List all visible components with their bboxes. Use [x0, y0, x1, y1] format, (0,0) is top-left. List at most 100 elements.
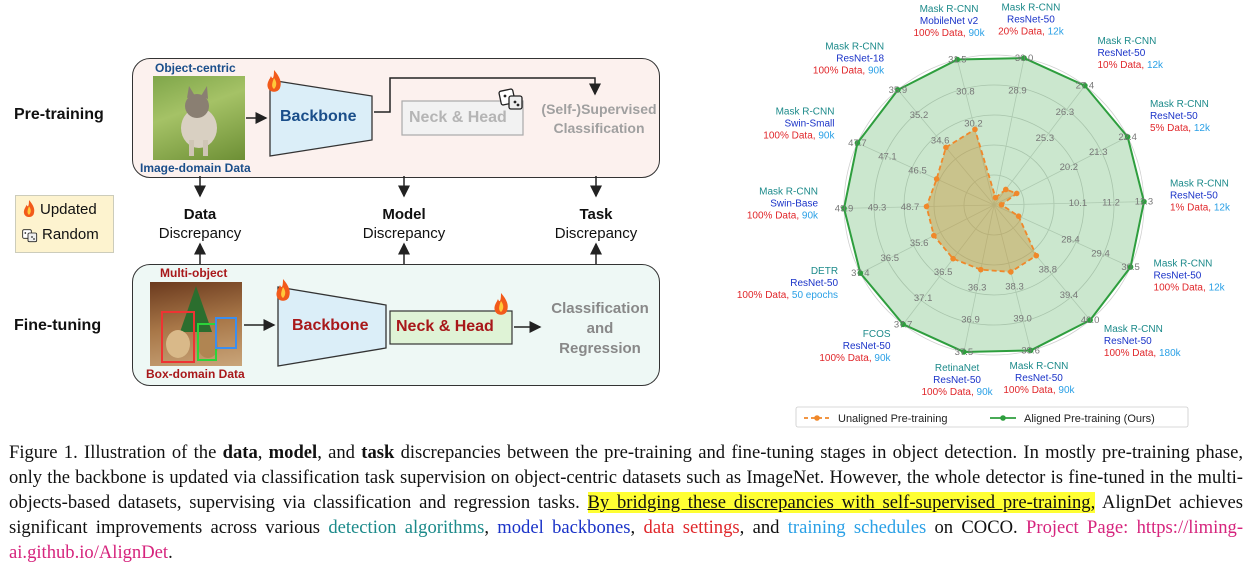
- tick-label: 38.3: [1005, 281, 1024, 292]
- caption-text: AlignDet achieves significant improvemen…: [9, 492, 1243, 538]
- legend-marker: [1000, 415, 1006, 421]
- discrepancy-title: Model: [382, 206, 426, 223]
- data-point: [950, 255, 956, 262]
- axis-label: Swin-Small: [784, 119, 834, 130]
- tick-label: 37.5: [955, 347, 974, 358]
- caption-text: ,: [630, 517, 644, 538]
- tick-label: 37.4: [851, 268, 870, 279]
- axis-label: 100% Data, 90k: [763, 131, 835, 142]
- caption-text: , and: [739, 517, 788, 538]
- axis-spoke: [993, 85, 1086, 206]
- discrepancy-word: Discrepancy: [362, 225, 446, 242]
- axis-label: FCOS: [863, 329, 891, 340]
- axis-spoke: [860, 204, 995, 274]
- axis-spoke: [993, 201, 1144, 206]
- legend-label: Unaligned Pre-training: [838, 413, 947, 425]
- axis-label: Mask R-CNN: [1154, 259, 1213, 270]
- caption-bold-model: model: [268, 442, 318, 463]
- caption-text: discrepancies between the pre-training a…: [9, 442, 1244, 513]
- tick-label: 46.5: [908, 165, 927, 176]
- axis-spoke: [963, 204, 995, 353]
- tick-label: 30.8: [956, 87, 975, 98]
- axis-label: 100% Data, 50 epochs: [737, 290, 838, 301]
- tick-label: 20.2: [1060, 162, 1079, 173]
- dice-icon: [22, 228, 38, 242]
- finetune-backbone-label: Backbone: [292, 317, 369, 334]
- data-point: [857, 270, 864, 276]
- data-point: [1008, 269, 1014, 275]
- tick-label: 30.2: [964, 119, 983, 130]
- tick-label: 22.4: [1118, 132, 1137, 143]
- figure-caption: Figure 1. Illustration of the data, mode…: [9, 440, 1243, 565]
- axis-label: ResNet-50: [1097, 48, 1145, 59]
- data-point: [972, 126, 978, 133]
- axis-label: 100% Data, 90k: [922, 387, 994, 398]
- finetuning-stage-label: Fine-tuning: [14, 317, 102, 334]
- tick-label: 36.5: [934, 267, 953, 278]
- tick-label: 36.3: [968, 282, 987, 293]
- grid-circle: [873, 84, 1115, 326]
- axis-label: Mask R-CNN: [1150, 99, 1209, 110]
- axis-label: 100% Data, 90k: [813, 65, 885, 76]
- data-point: [841, 205, 847, 212]
- axis-label: Mask R-CNN: [1010, 361, 1069, 372]
- axis-label: ResNet-50: [843, 341, 891, 352]
- fire-icon: [267, 70, 281, 92]
- tick-label: 12.3: [1135, 197, 1154, 208]
- discrepancy-word: Discrepancy: [158, 225, 242, 242]
- data-point: [1027, 347, 1034, 354]
- tick-label: 10.1: [1069, 198, 1088, 209]
- tick-label: 30.5: [1121, 262, 1140, 273]
- axis-label: Swin-Base: [770, 199, 818, 210]
- caption-text: .: [168, 542, 173, 563]
- caption-text: on COCO.: [926, 517, 1027, 538]
- axis-label: ResNet-50: [1150, 111, 1198, 122]
- axis-label: Mask R-CNN: [1097, 36, 1156, 47]
- fire-icon: [23, 200, 35, 218]
- axis-label: 10% Data, 12k: [1097, 60, 1164, 71]
- pretrain-backbone-label: Backbone: [280, 108, 357, 125]
- data-point: [992, 194, 999, 201]
- axis-label: ResNet-50: [790, 278, 838, 289]
- grid-circle: [933, 144, 1055, 266]
- data-point: [1082, 82, 1088, 89]
- box-domain-label: Box-domain Data: [146, 367, 245, 381]
- tick-label: 37.1: [914, 293, 933, 304]
- legend-random: Random: [22, 226, 99, 243]
- axis-label: 100% Data, 90k: [1003, 385, 1075, 396]
- tick-label: 39.6: [1021, 345, 1040, 356]
- axis-label: 5% Data, 12k: [1150, 123, 1211, 134]
- data-point: [1021, 55, 1027, 61]
- axis-label: 20% Data, 12k: [998, 26, 1065, 37]
- tick-label: 36.5: [881, 253, 900, 264]
- axis-spoke: [857, 142, 995, 206]
- tick-label: 31.5: [948, 55, 967, 66]
- caption-highlight: By bridging these discrepancies with sel…: [587, 492, 1096, 513]
- caption-text: , and: [317, 442, 362, 463]
- axis-spoke: [993, 204, 1091, 321]
- axis-label: ResNet-18: [836, 53, 884, 64]
- axis-label: 100% Data, 90k: [819, 353, 891, 364]
- legend-random-label: Random: [42, 226, 99, 243]
- tick-label: 28.9: [1008, 85, 1027, 96]
- project-page-link[interactable]: Project Page: https://liming-ai.github.i…: [9, 517, 1244, 563]
- caption-bold-data: data: [222, 442, 258, 463]
- axis-label: MobileNet v2: [920, 16, 979, 27]
- axis-label: ResNet-50: [1154, 271, 1202, 282]
- data-point: [1087, 317, 1093, 323]
- finetune-neck-head-label: Neck & Head: [396, 318, 494, 335]
- axis-spoke: [956, 59, 995, 206]
- pretraining-stage-label: Pre-training: [14, 106, 104, 123]
- tick-label: 48.7: [901, 202, 920, 213]
- caption-model-backbones: model backbones: [497, 517, 631, 538]
- axis-label: DETR: [811, 266, 838, 277]
- tick-label: 40.0: [1081, 315, 1100, 326]
- data-point: [954, 56, 961, 63]
- data-point: [895, 87, 901, 93]
- tick-label: 47.1: [878, 152, 897, 163]
- axis-spoke: [844, 204, 995, 209]
- axis-spoke: [993, 57, 1025, 206]
- grid-circle: [903, 114, 1085, 296]
